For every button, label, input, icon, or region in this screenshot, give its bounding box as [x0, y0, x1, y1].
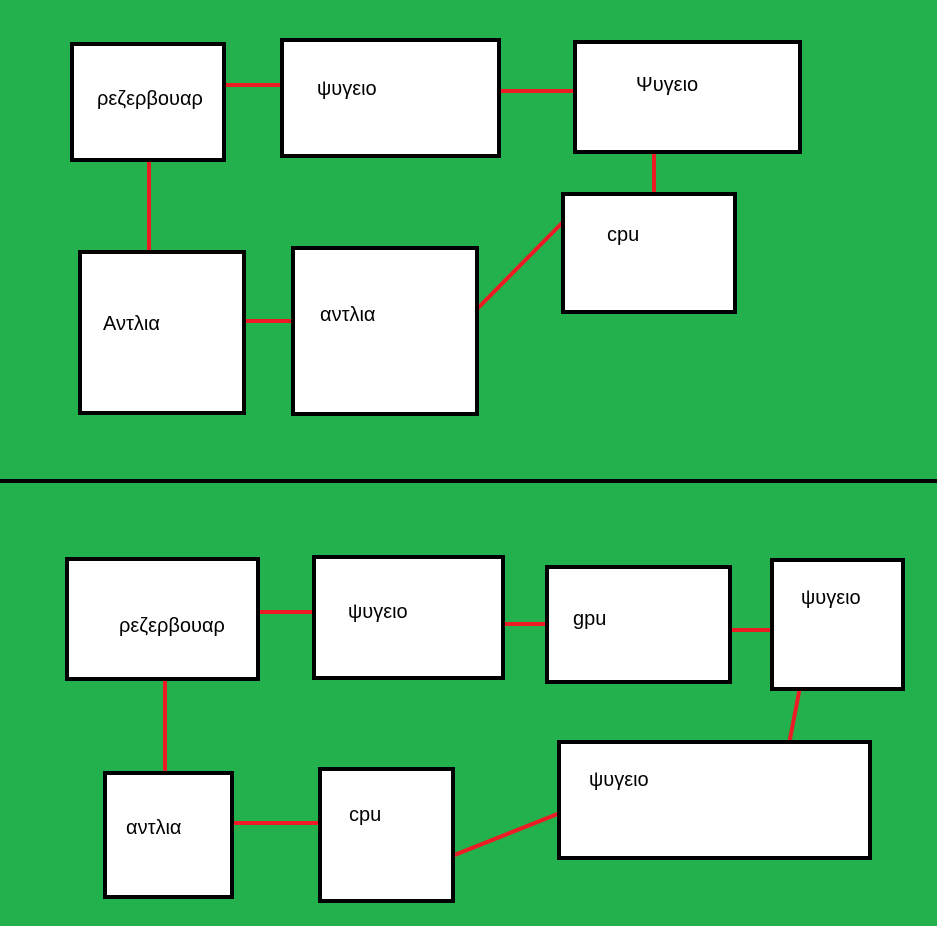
- cpu-box: cpu: [318, 767, 455, 903]
- cpu-label: cpu: [607, 224, 640, 246]
- radiator-label: ψυγειο: [348, 601, 408, 623]
- radiator-box: ψυγειο: [770, 558, 905, 691]
- reservoir-label: ρεζερβουαρ: [97, 88, 203, 110]
- cpu-box: cpu: [561, 192, 737, 314]
- radiator-label: ψυγειο: [801, 587, 861, 609]
- radiator-label: ψυγειο: [317, 78, 377, 100]
- radiator-box: ψυγειο: [312, 555, 505, 680]
- pump-label: αντλια: [126, 817, 182, 839]
- reservoir-box: ρεζερβουαρ: [65, 557, 260, 681]
- reservoir-box: ρεζερβουαρ: [70, 42, 226, 162]
- radiator-box: ψυγειο: [280, 38, 501, 158]
- reservoir-label: ρεζερβουαρ: [119, 615, 225, 637]
- radiator-label: ψυγειο: [589, 769, 649, 791]
- pump-label: αντλια: [320, 304, 376, 326]
- radiator-box: Ψυγειο: [573, 40, 802, 154]
- gpu-label: gpu: [573, 608, 607, 630]
- connector-line: [787, 686, 802, 745]
- pump-box: αντλια: [291, 246, 479, 416]
- pump-box: Αντλια: [78, 250, 246, 415]
- connector-line: [474, 220, 565, 312]
- cpu-label: cpu: [349, 804, 382, 826]
- radiator-box: ψυγειο: [557, 740, 872, 860]
- pump-box: αντλια: [103, 771, 234, 899]
- section-divider: [0, 479, 937, 483]
- gpu-box: gpu: [545, 565, 732, 684]
- radiator-label: Ψυγειο: [636, 74, 699, 96]
- connector-line: [451, 811, 561, 858]
- pump-label: Αντλια: [103, 313, 160, 335]
